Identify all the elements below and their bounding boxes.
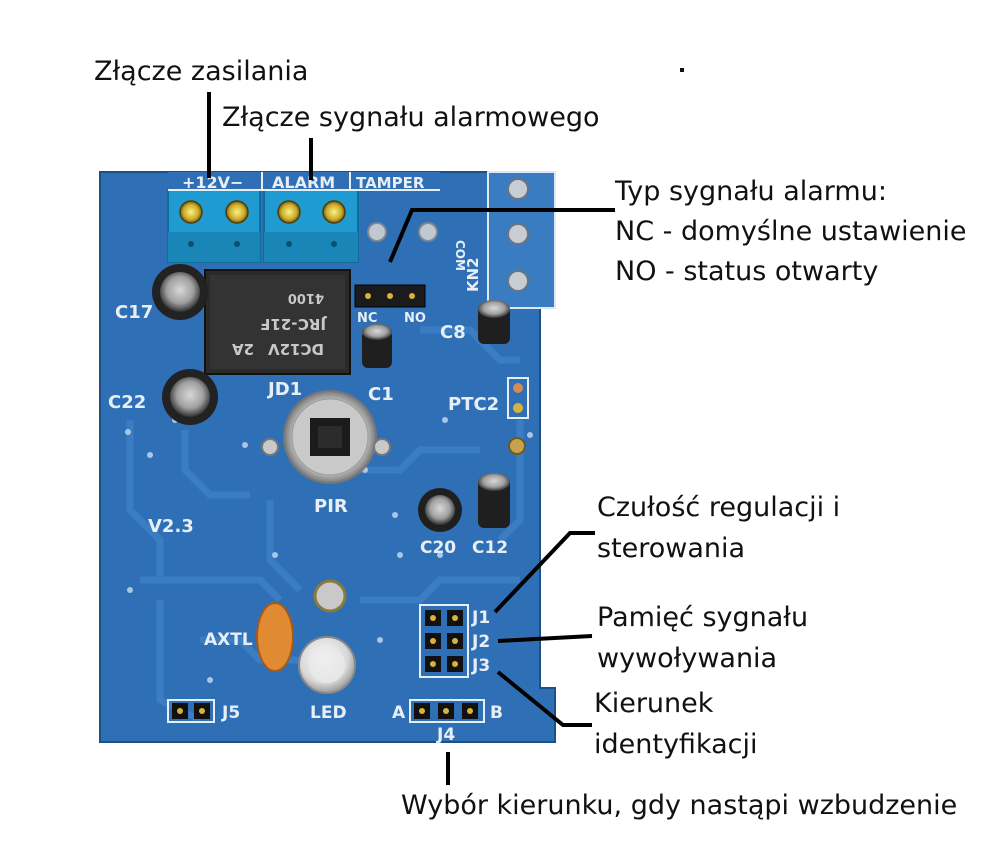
silk-a: A	[392, 703, 406, 723]
silk-alarm: ALARM	[272, 173, 335, 192]
kn2-pads	[507, 178, 529, 292]
silk-12v: +12V−	[182, 173, 243, 192]
pir-sensor	[283, 390, 377, 484]
silk-tamper: TAMPER	[356, 174, 425, 192]
relay-dc12v: DC12V	[268, 340, 324, 358]
capacitor-c22	[162, 369, 218, 425]
capacitor-c12	[478, 473, 510, 528]
tamper-pads	[367, 222, 438, 242]
silk-axtl: AXTL	[204, 630, 253, 650]
relay	[204, 269, 351, 375]
silk-c12: C12	[472, 538, 508, 558]
j5-header	[167, 699, 215, 723]
relay-2a: 2A	[232, 340, 254, 358]
relay-model: JRC-21F	[260, 315, 327, 333]
callout-direction-select: Wybór kierunku, gdy nastąpi wzbudzenie	[401, 790, 958, 821]
silk-c1: C1	[368, 384, 394, 405]
ptc-pad	[508, 437, 526, 455]
silk-v23: V2.3	[148, 516, 194, 537]
silk-b: B	[490, 703, 503, 723]
capacitor-c20	[418, 488, 462, 532]
callout-memory-line1: Pamięć sygnału	[597, 602, 809, 633]
led	[298, 636, 356, 694]
j1-j3-header	[419, 604, 469, 678]
silk-pir: PIR	[314, 496, 348, 517]
silk-j1: J1	[471, 608, 490, 628]
callout-direction-line2: identyfikacji	[594, 729, 758, 760]
nc-no-jumper	[354, 284, 426, 308]
callout-alarm-connector: Złącze sygnału alarmowego	[222, 102, 600, 133]
relay-code: 4100	[288, 290, 324, 305]
power-terminal-block	[167, 189, 261, 263]
axtl-capacitor	[256, 602, 294, 672]
silk-nc: NC	[357, 311, 377, 326]
ptc2-pads	[507, 377, 529, 419]
callout-leaders	[207, 92, 615, 785]
silk-c17: C17	[115, 302, 153, 323]
callout-sensitivity-line1: Czułość regulacji i	[597, 492, 841, 523]
photo-sensor	[313, 579, 347, 613]
silk-ptc2: PTC2	[448, 394, 499, 415]
capacitor-c1	[362, 324, 392, 368]
silk-no: NO	[404, 311, 426, 326]
stray-dot	[680, 68, 684, 72]
silk-c8: C8	[440, 322, 466, 343]
silk-com: COM	[453, 240, 467, 271]
silk-j3: J3	[471, 656, 490, 676]
capacitor-c17	[152, 264, 208, 320]
silk-j5: J5	[221, 703, 240, 723]
silk-jd1: JD1	[266, 379, 302, 400]
callout-memory-line2: wywoływania	[597, 643, 778, 674]
callout-alarm-type-no: NO - status otwarty	[615, 256, 879, 287]
silk-kn2: KN2	[464, 257, 482, 292]
silk-j2: J2	[471, 632, 490, 652]
pir-mount-left	[261, 438, 279, 456]
pir-mount-right	[373, 438, 391, 456]
callout-direction-line1: Kierunek	[594, 688, 714, 719]
silk-led: LED	[310, 703, 347, 723]
callout-alarm-type-title: Typ sygnału alarmu:	[615, 176, 887, 207]
callout-power-connector: Złącze zasilania	[94, 56, 309, 87]
callout-alarm-type-nc: NC - domyślne ustawienie	[615, 216, 967, 247]
silk-c20: C20	[420, 538, 456, 558]
capacitor-c8	[478, 300, 510, 344]
j4-header	[409, 699, 485, 723]
alarm-terminal-block	[263, 189, 359, 263]
callout-sensitivity-line2: sterowania	[597, 533, 746, 564]
silk-j4: J4	[436, 725, 455, 745]
silk-c22: C22	[108, 392, 146, 413]
